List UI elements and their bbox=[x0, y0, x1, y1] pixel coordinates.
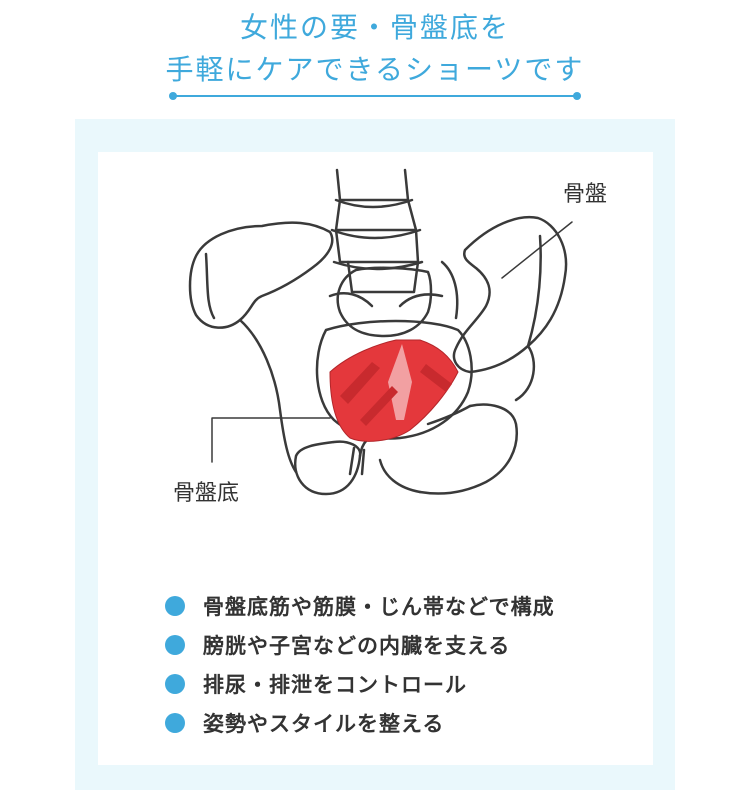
spine bbox=[330, 168, 424, 294]
pelvis-leader-line bbox=[501, 221, 573, 279]
right-ilium bbox=[452, 215, 568, 402]
left-ilium bbox=[188, 221, 334, 474]
list-item: 膀胱や子宮などの内臓を支える bbox=[165, 625, 555, 664]
list-item: 排尿・排泄をコントロール bbox=[165, 664, 555, 703]
divider-right-dot bbox=[573, 92, 581, 100]
bullet-dot-icon bbox=[165, 712, 185, 733]
feature-text: 骨盤底筋や筋膜・じん帯などで構成 bbox=[203, 594, 555, 619]
pelvic-floor-muscles bbox=[329, 339, 459, 442]
divider-left-dot bbox=[169, 92, 177, 100]
sacrum bbox=[328, 260, 459, 338]
feature-text: 膀胱や子宮などの内臓を支える bbox=[203, 633, 511, 658]
bullet-dot-icon bbox=[165, 595, 185, 616]
pelvic-inlet bbox=[315, 319, 473, 440]
feature-text: 排尿・排泄をコントロール bbox=[203, 672, 467, 697]
diagram-card bbox=[98, 152, 653, 765]
label-pelvic-floor: 骨盤底 bbox=[173, 481, 240, 506]
pelvic-floor-leader-line bbox=[211, 417, 331, 463]
heading-line-2: 手軽にケアできるショーツです bbox=[165, 53, 585, 86]
bullet-dot-icon bbox=[165, 673, 185, 694]
bullet-dot-icon bbox=[165, 634, 185, 655]
list-item: 骨盤底筋や筋膜・じん帯などで構成 bbox=[165, 586, 555, 625]
list-item: 姿勢やスタイルを整える bbox=[165, 703, 555, 742]
feature-list: 骨盤底筋や筋膜・じん帯などで構成 膀胱や子宮などの内臓を支える 排尿・排泄をコン… bbox=[165, 586, 555, 742]
heading-line-1: 女性の要・骨盤底を bbox=[239, 11, 510, 44]
heading-divider bbox=[169, 92, 581, 100]
label-pelvis: 骨盤 bbox=[563, 182, 608, 207]
feature-text: 姿勢やスタイルを整える bbox=[203, 711, 445, 736]
